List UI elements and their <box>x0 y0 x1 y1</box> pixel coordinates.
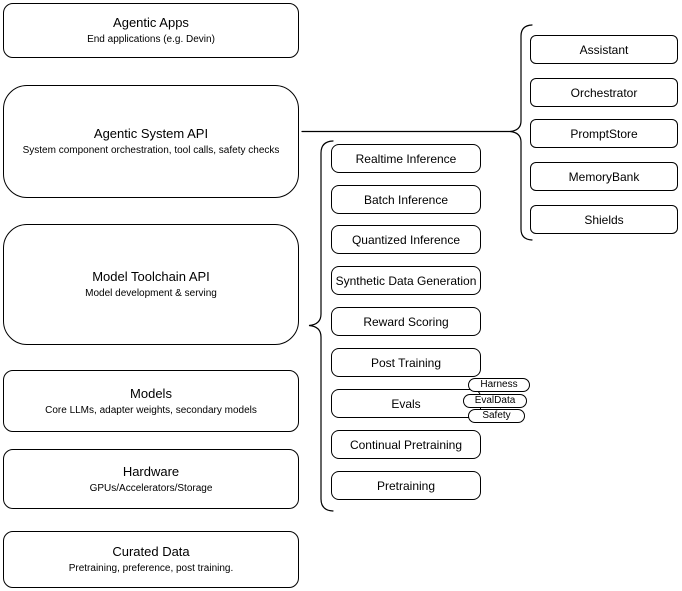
node-title: Models <box>130 385 172 401</box>
node-title: Hardware <box>122 463 180 479</box>
node-subtitle: End applications (e.g. Devin) <box>87 34 215 45</box>
node-memorybank[interactable]: MemoryBank <box>530 162 678 191</box>
node-reward-scoring[interactable]: Reward Scoring <box>331 307 481 336</box>
node-label: Synthetic Data Generation <box>335 273 477 288</box>
node-subtitle: Pretraining, preference, post training. <box>68 563 234 574</box>
node-subtitle: Core LLMs, adapter weights, secondary mo… <box>45 404 257 416</box>
node-title: Agentic System API <box>93 126 209 141</box>
node-quantized-inference[interactable]: Quantized Inference <box>331 225 481 254</box>
node-model-toolchain-api[interactable]: Model Toolchain API Model development & … <box>3 224 299 345</box>
node-title: Curated Data <box>112 544 190 559</box>
node-evals[interactable]: Evals <box>331 389 481 418</box>
node-label: Reward Scoring <box>363 314 449 329</box>
system-components-brace <box>509 24 533 241</box>
node-pretraining[interactable]: Pretraining <box>331 471 481 500</box>
node-label: Continual Pretraining <box>349 437 463 452</box>
node-realtime-inference[interactable]: Realtime Inference <box>331 144 481 173</box>
node-label: Post Training <box>370 355 442 370</box>
node-orchestrator[interactable]: Orchestrator <box>530 78 678 107</box>
node-title: Agentic Apps <box>113 15 189 30</box>
toolchain-brace <box>308 140 334 512</box>
node-label: Assistant <box>579 42 629 57</box>
pill-label: Harness <box>480 379 518 390</box>
node-promptstore[interactable]: PromptStore <box>530 119 678 148</box>
node-evals-tag-evaldata[interactable]: EvalData <box>463 394 527 408</box>
node-synthetic-data-generation[interactable]: Synthetic Data Generation <box>331 266 481 295</box>
node-batch-inference[interactable]: Batch Inference <box>331 185 481 214</box>
node-label: Evals <box>391 396 421 411</box>
node-title: Model Toolchain API <box>92 269 210 284</box>
node-label: PromptStore <box>570 126 638 141</box>
node-post-training[interactable]: Post Training <box>331 348 481 377</box>
node-curated-data[interactable]: Curated Data Pretraining, preference, po… <box>3 531 299 588</box>
node-hardware[interactable]: Hardware GPUs/Accelerators/Storage <box>3 449 299 509</box>
pill-label: EvalData <box>474 395 516 406</box>
node-label: Batch Inference <box>363 192 449 207</box>
node-agentic-apps[interactable]: Agentic Apps End applications (e.g. Devi… <box>3 3 299 58</box>
node-subtitle: System component orchestration, tool cal… <box>22 145 280 156</box>
node-subtitle: Model development & serving <box>85 288 217 299</box>
node-evals-tag-harness[interactable]: Harness <box>468 378 530 392</box>
node-agentic-system-api[interactable]: Agentic System API System component orch… <box>3 85 299 198</box>
node-shields[interactable]: Shields <box>530 205 678 234</box>
node-continual-pretraining[interactable]: Continual Pretraining <box>331 430 481 459</box>
node-label: Quantized Inference <box>351 232 461 247</box>
node-label: Shields <box>584 212 624 227</box>
node-evals-tag-safety[interactable]: Safety <box>468 409 525 423</box>
node-models[interactable]: Models Core LLMs, adapter weights, secon… <box>3 370 299 432</box>
node-label: Orchestrator <box>570 85 638 100</box>
node-subtitle: GPUs/Accelerators/Storage <box>89 482 213 494</box>
node-label: Pretraining <box>376 478 436 493</box>
node-assistant[interactable]: Assistant <box>530 35 678 64</box>
pill-label: Safety <box>482 410 511 421</box>
node-label: Realtime Inference <box>355 151 457 166</box>
node-label: MemoryBank <box>568 169 640 184</box>
